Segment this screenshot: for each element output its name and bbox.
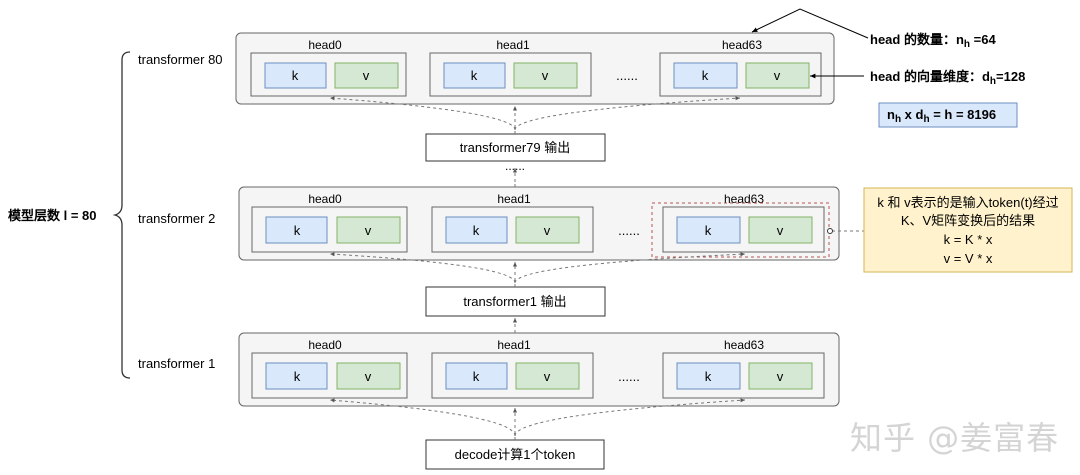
layer-transformer-2: transformer 2 head0 head1 head63 k v k v… <box>138 186 840 261</box>
v-label: v <box>365 369 372 384</box>
flow-arrows <box>329 96 866 440</box>
k-box <box>264 62 327 89</box>
head-count-pointer <box>751 8 869 39</box>
k-label: k <box>471 68 478 83</box>
v-box <box>515 362 580 390</box>
head-label: head0 <box>308 192 342 206</box>
kv-explain-line: k 和 v表示的是输入token(t)经过 <box>877 195 1058 210</box>
kv-explain-line: k = K * x <box>944 232 993 247</box>
v-box <box>748 362 813 390</box>
k-box <box>443 62 506 89</box>
connector-dot <box>827 228 833 234</box>
layer-transformer-80: transformer 80 head0 head1 head63 k v k … <box>138 32 835 105</box>
v-label: v <box>544 223 551 238</box>
k-label: k <box>705 369 712 384</box>
k-label: k <box>702 68 709 83</box>
v-box <box>336 362 401 390</box>
kv-explain-line: K、V矩阵变换后的结果 <box>901 213 1035 228</box>
head-label: head63 <box>724 192 764 206</box>
head-label: head0 <box>308 338 342 352</box>
output-label: transformer79 输出 <box>460 140 571 155</box>
head-label: head1 <box>496 38 530 52</box>
k-label: k <box>292 68 299 83</box>
k-label: k <box>294 369 301 384</box>
k-box <box>265 362 328 390</box>
layer-label: transformer 1 <box>138 356 215 371</box>
layer-label: transformer 2 <box>138 211 215 226</box>
formula-text: nh x dh = h = 8196 <box>887 107 996 125</box>
head-count-note: head 的数量：nh =64 <box>870 32 996 50</box>
k-box <box>676 362 741 390</box>
head-label: head1 <box>497 192 531 206</box>
v-label: v <box>542 68 549 83</box>
k-box <box>445 362 508 390</box>
k-label: k <box>473 369 480 384</box>
layer-label: transformer 80 <box>138 52 223 67</box>
head-dim-note: head 的向量维度：dh=128 <box>870 69 1025 87</box>
decode-label: decode计算1个token <box>455 447 576 462</box>
v-label: v <box>777 223 784 238</box>
k-label: k <box>473 223 480 238</box>
output-box-transformer1 <box>425 286 606 317</box>
layer-ellipsis: ...... <box>505 159 525 173</box>
formula-box <box>878 102 1018 128</box>
head-ellipsis: ...... <box>618 369 640 384</box>
v-box <box>745 62 810 89</box>
head-label: head63 <box>724 338 764 352</box>
v-box <box>748 216 813 244</box>
kv-explain-line: v = V * x <box>944 251 993 266</box>
decode-box <box>425 439 605 470</box>
k-box <box>445 216 508 244</box>
k-box <box>673 62 738 89</box>
v-box <box>336 216 401 244</box>
kv-explain-note <box>863 187 1073 273</box>
v-label: v <box>544 369 551 384</box>
layer-transformer-1: transformer 1 head0 head1 head63 k v k v… <box>138 332 840 407</box>
k-box <box>676 216 741 244</box>
k-box <box>265 216 328 244</box>
v-label: v <box>365 223 372 238</box>
v-box <box>513 62 578 89</box>
v-label: v <box>363 68 370 83</box>
v-label: v <box>777 369 784 384</box>
watermark: 知乎 @姜富春 <box>850 419 1060 457</box>
depth-label: 模型层数 l = 80 <box>8 208 97 223</box>
v-label: v <box>774 68 781 83</box>
head-label: head0 <box>308 38 342 52</box>
v-box <box>334 62 399 89</box>
v-box <box>515 216 580 244</box>
output-box-transformer79 <box>425 133 606 162</box>
output-label: transformer1 输出 <box>463 294 566 309</box>
head-label: head1 <box>497 338 531 352</box>
k-label: k <box>705 223 712 238</box>
k-label: k <box>294 223 301 238</box>
head-label: head63 <box>722 38 762 52</box>
head-ellipsis: ...... <box>616 68 638 83</box>
depth-brace <box>112 51 131 379</box>
head-ellipsis: ...... <box>618 223 640 238</box>
